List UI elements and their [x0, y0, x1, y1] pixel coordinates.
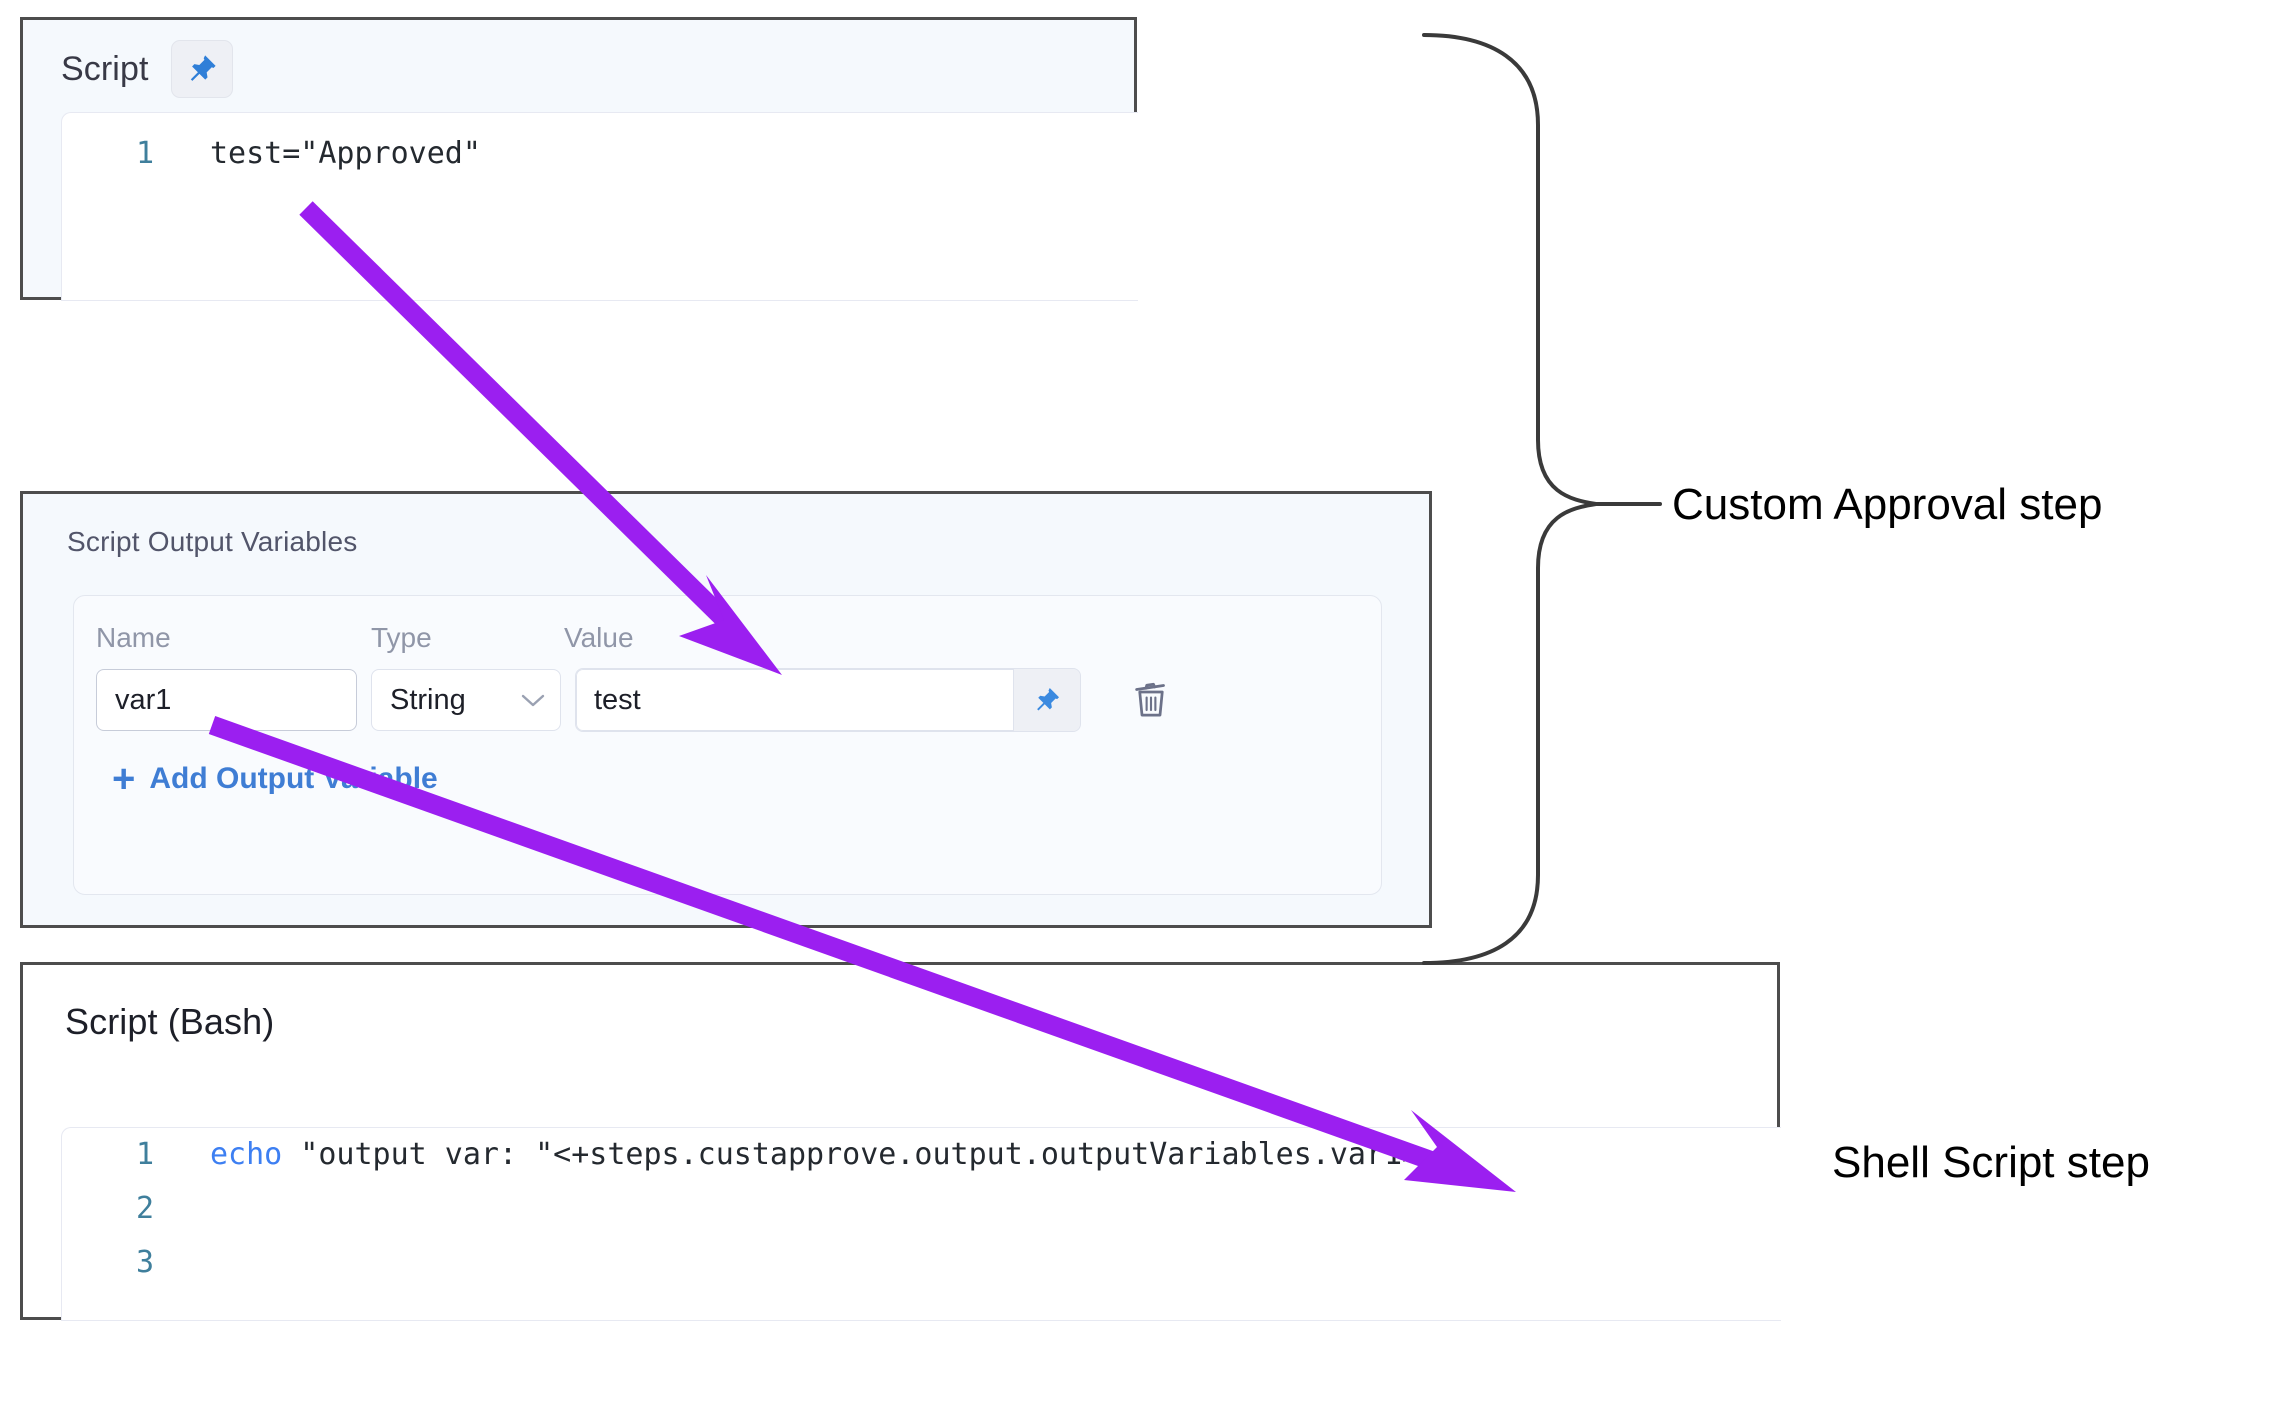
line-number: 3 [135, 1245, 154, 1280]
variable-type-select[interactable]: String [371, 669, 561, 731]
plus-icon: + [112, 757, 136, 801]
script-panel: Script 1 test="Approved" [20, 17, 1138, 301]
code-line: 1 echo "output var: "<+steps.custapprove… [62, 1128, 1781, 1182]
script-panel-title: Script [61, 49, 149, 88]
pushpin-icon[interactable] [170, 40, 233, 98]
code-line: 2 [62, 1182, 1781, 1236]
chevron-down-icon [520, 688, 546, 713]
grouping-brace [1422, 33, 1597, 965]
code-line: 3 [62, 1236, 1781, 1290]
bash-script-panel: Script (Bash) 1 echo "output var: "<+ste… [20, 962, 1781, 1321]
bash-panel-title: Script (Bash) [65, 1001, 275, 1042]
column-header-name: Name [96, 622, 171, 653]
column-header-value: Value [564, 622, 634, 653]
shell-script-step-label: Shell Script step [1832, 1138, 2150, 1187]
trash-icon[interactable] [1119, 669, 1183, 731]
variable-value-input[interactable]: test [576, 669, 1014, 731]
code-text: echo "output var: "<+steps.custapprove.o… [154, 1128, 1420, 1182]
variable-value-group: test [575, 668, 1081, 732]
script-output-variables-panel: Script Output Variables Name Type Value … [20, 491, 1432, 928]
line-number: 1 [135, 136, 154, 171]
line-number: 2 [135, 1191, 154, 1226]
code-rest: "output var: "<+steps.custapprove.output… [282, 1137, 1421, 1172]
script-code-editor[interactable]: 1 test="Approved" [61, 112, 1138, 301]
code-keyword: echo [210, 1137, 283, 1172]
line-number: 1 [135, 1137, 154, 1172]
output-variables-column-headers: Name Type Value [74, 596, 1381, 654]
bash-code-editor[interactable]: 1 echo "output var: "<+steps.custapprove… [61, 1127, 1781, 1321]
code-line: 1 test="Approved" [62, 127, 1138, 181]
script-panel-header: Script [23, 20, 1134, 98]
script-output-variables-title: Script Output Variables [67, 526, 358, 557]
column-header-type: Type [371, 622, 432, 653]
variable-type-value: String [390, 683, 466, 716]
output-variable-row: var1 String test [74, 654, 1381, 732]
pushpin-icon[interactable] [1014, 669, 1080, 731]
variable-name-input[interactable]: var1 [96, 669, 357, 731]
add-output-variable-button[interactable]: + Add Output Variable [74, 732, 1381, 801]
code-text: test="Approved" [210, 136, 481, 171]
output-variables-card: Name Type Value var1 String test [73, 595, 1382, 895]
custom-approval-step-label: Custom Approval step [1672, 480, 2103, 529]
add-output-variable-label: Add Output Variable [149, 762, 438, 795]
